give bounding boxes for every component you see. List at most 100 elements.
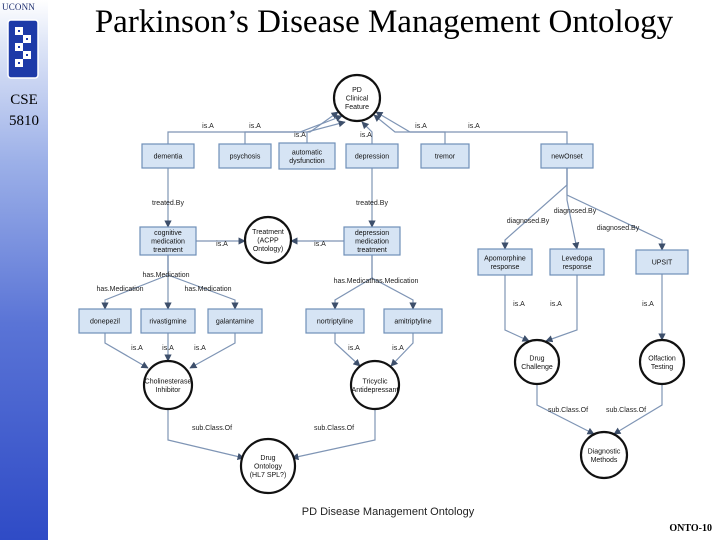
page-title: Parkinson’s Disease Management Ontology xyxy=(94,4,674,40)
edge-label: has.Medication xyxy=(96,286,143,293)
edge-label: is.A xyxy=(415,123,427,130)
node-label: dementia xyxy=(154,154,183,161)
node-circle xyxy=(239,437,297,495)
node-label: Cholinesterase xyxy=(145,378,192,385)
node-box xyxy=(141,143,195,169)
node-psychosis: psychosis xyxy=(218,143,272,169)
edge-label: is.A xyxy=(642,301,654,308)
node-circle xyxy=(579,430,629,480)
node-circle xyxy=(332,73,382,123)
node-box xyxy=(635,249,689,275)
edge-20 xyxy=(189,333,236,369)
edge-17 xyxy=(371,255,417,310)
node-label: donepezil xyxy=(90,319,120,326)
edge-label: is.A xyxy=(216,241,228,248)
edge-5 xyxy=(375,111,568,144)
edge-label: is.A xyxy=(294,132,306,139)
edge-label: is.A xyxy=(468,123,480,130)
node-depression: depression xyxy=(345,143,399,169)
node-label: PD xyxy=(352,87,362,94)
node-box xyxy=(207,308,263,334)
edge-label: is.A xyxy=(202,123,214,130)
node-label: newOnset xyxy=(551,154,583,161)
node-box xyxy=(305,308,365,334)
diagram-caption: PD Disease Management Ontology xyxy=(302,506,475,518)
node-label: rivastigmine xyxy=(149,319,186,326)
node-label: response xyxy=(491,264,520,271)
node-label: Tricyclic xyxy=(362,378,388,385)
edge-label: is.A xyxy=(513,301,525,308)
node-label: response xyxy=(563,264,592,271)
node-label: psychosis xyxy=(230,154,261,161)
edge-24 xyxy=(545,275,578,343)
edge-15 xyxy=(167,255,239,310)
slide-number: ONTO-10 xyxy=(669,523,712,534)
edge-label: is.A xyxy=(348,345,360,352)
edge-label: has.Medicathas.Medication xyxy=(334,278,419,285)
node-box xyxy=(278,142,336,170)
edge-3 xyxy=(361,121,373,144)
node-label: Challenge xyxy=(521,364,553,371)
node-box xyxy=(139,226,197,256)
node-label: automatic xyxy=(292,149,323,156)
node-tremor: tremor xyxy=(420,143,470,169)
edge-0 xyxy=(167,111,339,144)
node-label: treatment xyxy=(153,247,183,254)
node-label: (ACPP xyxy=(257,238,279,245)
node-amitriptyline: amitriptyline xyxy=(383,308,443,334)
node-dementia: dementia xyxy=(141,143,195,169)
edge-label: sub.Class.Of xyxy=(192,425,232,432)
node-label: Feature xyxy=(345,104,369,111)
node-label: Ontology) xyxy=(253,246,283,253)
edge-label: is.A xyxy=(194,345,206,352)
course-line-2: 5810 xyxy=(9,113,39,129)
edge-2 xyxy=(306,120,346,143)
edge-label: treated.By xyxy=(152,200,184,207)
uconn-logo-icon xyxy=(7,19,39,79)
node-label: tremor xyxy=(435,154,456,161)
node-label: galantamine xyxy=(216,319,254,326)
node-label: Antidepressant xyxy=(352,387,399,394)
node-box xyxy=(540,143,594,169)
node-box xyxy=(345,143,399,169)
edge-27 xyxy=(613,384,663,435)
edge-23 xyxy=(504,275,530,342)
edge-label: is.A xyxy=(360,132,372,139)
edge-label: sub.Class.Of xyxy=(606,407,646,414)
node-label: Clinical xyxy=(346,96,369,103)
edge-label: sub.Class.Of xyxy=(314,425,354,432)
node-label: Inhibitor xyxy=(156,387,182,394)
node-label: medication xyxy=(355,239,389,246)
node-circle xyxy=(513,338,561,386)
node-label: Testing xyxy=(651,364,673,371)
sidebar: UCONN CSE 5810 xyxy=(0,0,48,540)
node-label: Apomorphine xyxy=(484,255,526,262)
edge-label: has.Medication xyxy=(142,272,189,279)
course-line-1: CSE xyxy=(10,92,38,108)
edge-18 xyxy=(104,333,149,369)
node-label: amitriptyline xyxy=(394,319,431,326)
edge-13 xyxy=(101,255,169,310)
node-label: depression xyxy=(355,230,389,237)
node-circle xyxy=(142,359,194,411)
node-circle xyxy=(243,215,293,265)
edge-29 xyxy=(291,409,376,461)
node-box xyxy=(78,308,132,334)
node-label: UPSIT xyxy=(652,260,673,267)
node-label: Ontology xyxy=(254,464,283,471)
edge-label: is.A xyxy=(314,241,326,248)
node-newonset: newOnset xyxy=(540,143,594,169)
node-label: (HL7 SPL?) xyxy=(250,472,287,479)
node-apomorphine: Apomorphine response xyxy=(477,248,533,276)
node-label: medication xyxy=(151,239,185,246)
course-code: CSE 5810 xyxy=(0,90,48,132)
edge-28 xyxy=(167,409,245,461)
